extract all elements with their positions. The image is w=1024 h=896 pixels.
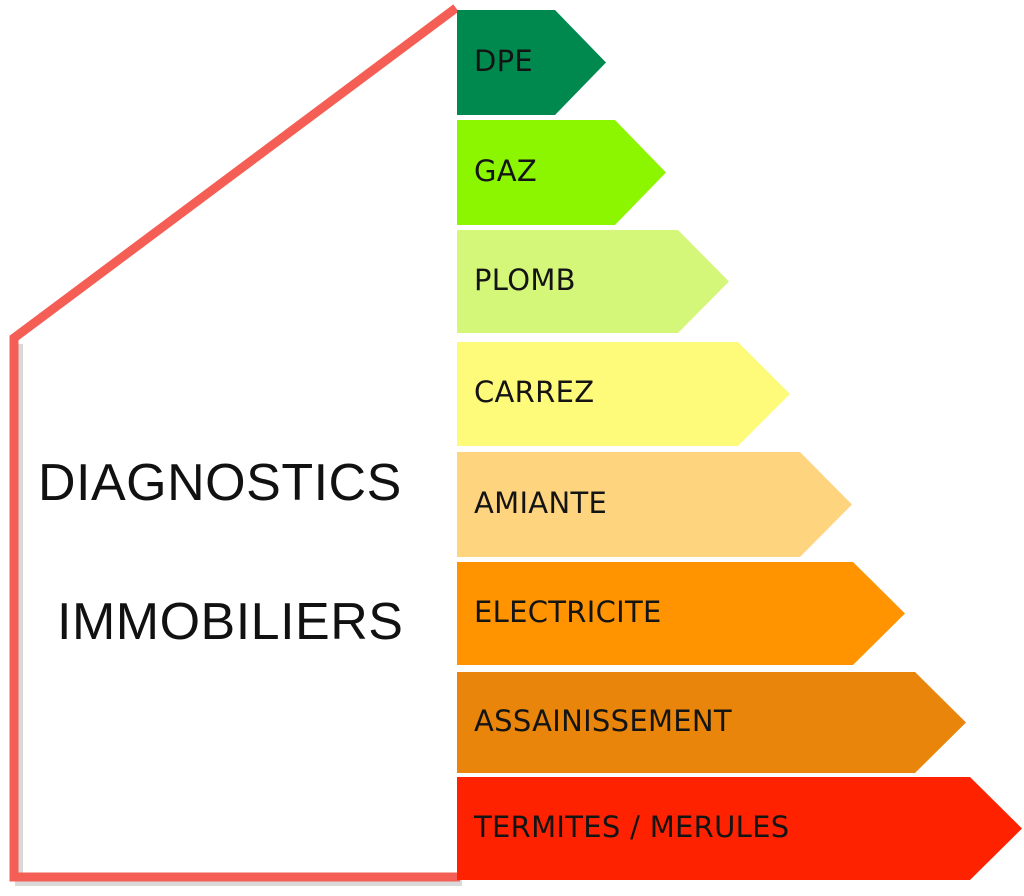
title-line-immobiliers: IMMOBILIERS <box>57 593 404 651</box>
arrow-bar-assainissement <box>457 672 966 773</box>
house-outline <box>9 4 460 882</box>
bar-label-amiante: AMIANTE <box>474 485 608 520</box>
diagnostic-bars <box>457 10 1022 880</box>
bar-label-termites-merules: TERMITES / MERULES <box>474 809 790 844</box>
arrow-bar-amiante <box>457 452 852 557</box>
bar-label-electricite: ELECTRICITE <box>474 594 662 629</box>
arrow-bar-electricite <box>457 562 905 665</box>
bar-label-gaz: GAZ <box>474 153 538 188</box>
bar-label-carrez: CARREZ <box>474 375 595 409</box>
bar-label-assainissement: ASSAINISSEMENT <box>474 703 732 738</box>
arrow-bar-carrez <box>457 342 790 446</box>
bar-label-dpe: DPE <box>474 43 534 78</box>
bar-label-plomb: PLOMB <box>474 262 576 297</box>
arrow-bar-plomb <box>457 230 729 333</box>
arrow-bar-gaz <box>457 120 666 225</box>
title-line-diagnostics: DIAGNOSTICS <box>38 454 402 512</box>
house-outline-shadow <box>15 344 462 886</box>
arrow-bar-dpe <box>457 10 606 115</box>
arrow-bar-termites-merules <box>457 777 1022 880</box>
